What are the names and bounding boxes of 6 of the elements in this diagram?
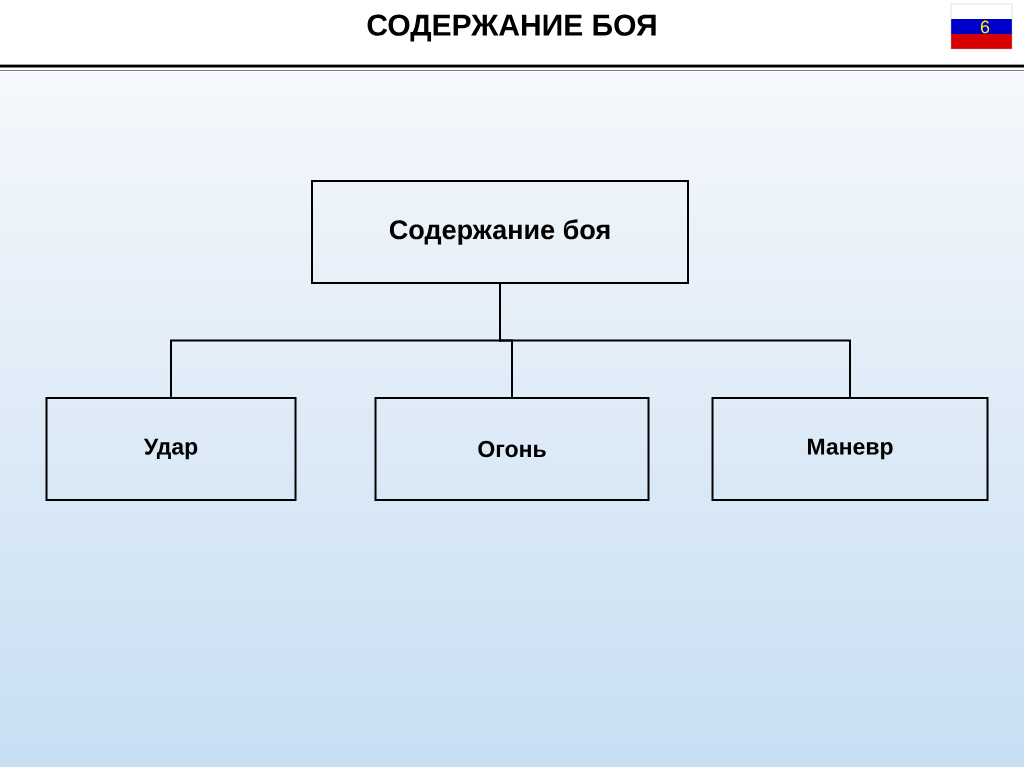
box: Огонь (374, 397, 650, 501)
box: Маневр (711, 397, 989, 501)
box: Содержание боя (311, 180, 689, 284)
box: Удар (45, 397, 297, 501)
slide-title: СОДЕРЖАНИЕ БОЯ (367, 14, 656, 42)
page-number: 6 (980, 20, 990, 34)
